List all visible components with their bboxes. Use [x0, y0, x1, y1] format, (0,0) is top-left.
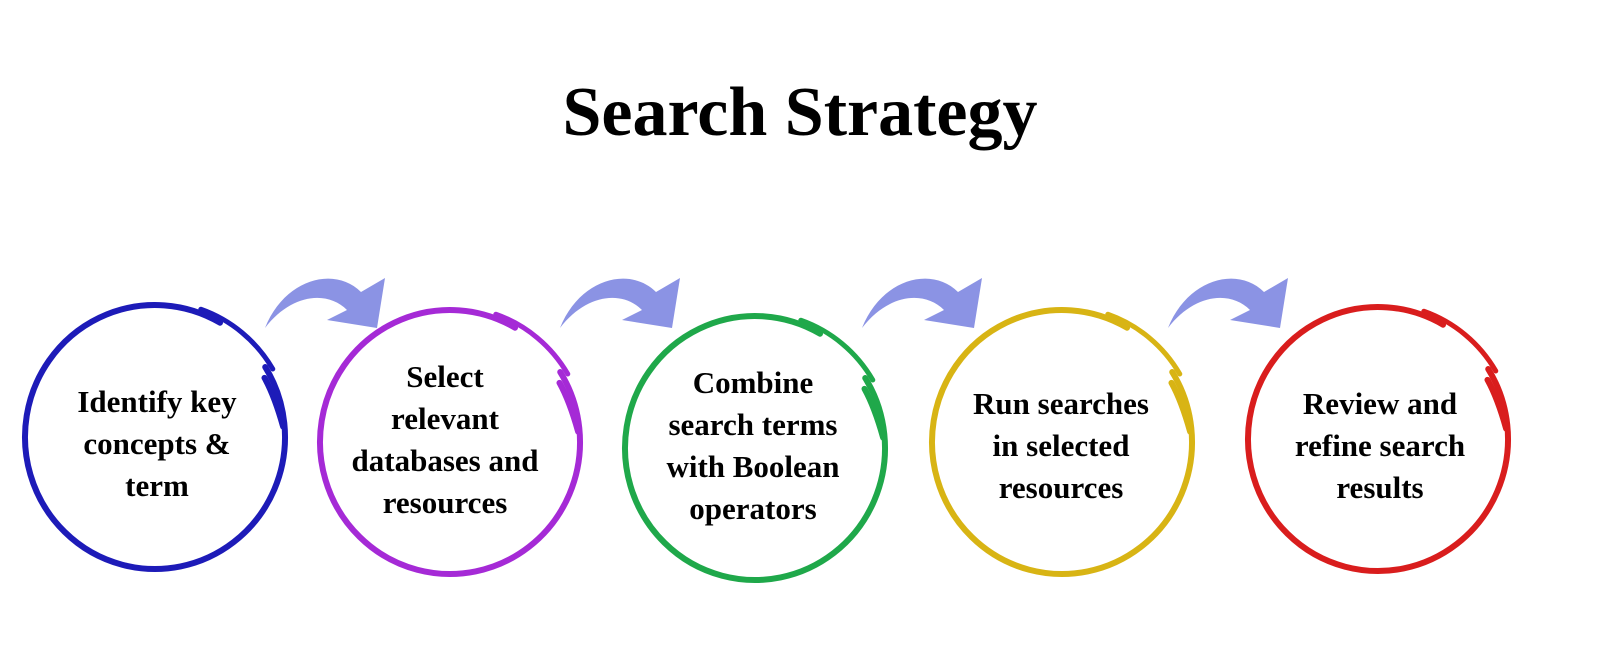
step-arrow-3	[862, 278, 982, 328]
step-5-text: Review and refine search results	[1260, 383, 1500, 509]
step-1-circle	[22, 302, 288, 572]
step-3-line-4: operators	[689, 491, 817, 526]
step-1-line-3: term	[125, 468, 189, 503]
step-arrow-1	[265, 278, 385, 328]
step-arrow-4	[1168, 278, 1288, 328]
step-3-line-1: Combine	[692, 365, 814, 400]
step-1-line-2: concepts &	[83, 426, 231, 461]
step-4-line-2: in selected	[992, 428, 1130, 463]
step-circles	[22, 302, 1511, 583]
step-3-text: Combine search terms with Boolean operat…	[633, 362, 873, 530]
step-4-line-1: Run searches	[973, 386, 1149, 421]
step-4-text: Run searches in selected resources	[941, 383, 1181, 509]
step-5-circle	[1245, 304, 1511, 574]
step-2-line-4: resources	[382, 485, 508, 520]
step-5-line-1: Review and	[1302, 386, 1458, 421]
step-3-circle	[622, 313, 888, 583]
step-3-line-3: with Boolean	[666, 449, 840, 484]
step-3-line-2: search terms	[668, 407, 838, 442]
step-2-text: Select relevant databases and resources	[325, 356, 565, 524]
step-4-circle	[929, 307, 1195, 577]
step-2-line-3: databases and	[351, 443, 539, 478]
step-2-circle	[317, 307, 583, 577]
step-arrow-2	[560, 278, 680, 328]
step-5-line-2: refine search	[1294, 428, 1466, 463]
step-1-line-1: Identify key	[77, 384, 237, 419]
step-1-text: Identify key concepts & term	[37, 381, 277, 507]
diagram-title: Search Strategy	[562, 74, 1038, 151]
step-4-line-3: resources	[998, 470, 1124, 505]
step-2-line-2: relevant	[391, 401, 499, 436]
step-5-line-3: results	[1336, 470, 1424, 505]
step-arrows	[265, 278, 1288, 328]
step-2-line-1: Select	[406, 359, 484, 394]
